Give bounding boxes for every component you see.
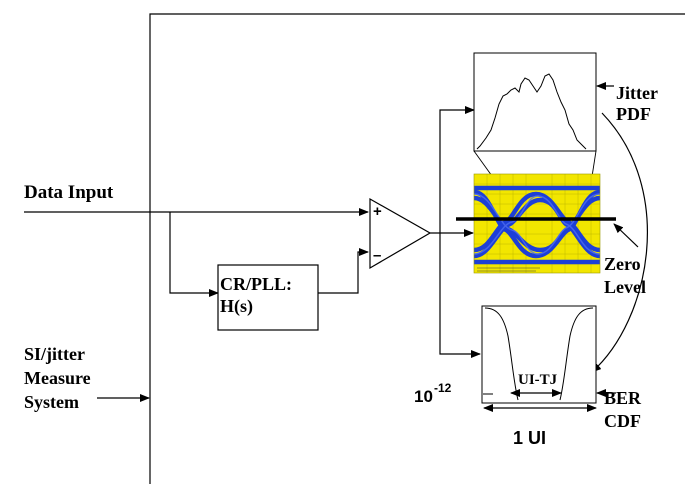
cr-pll-label-line2: H(s): [220, 296, 253, 317]
one-ui-label: 1 UI: [513, 428, 546, 448]
data-input-label: Data Input: [24, 182, 114, 203]
jitter-pdf-label-line1: Jitter: [616, 83, 658, 103]
jitter-pdf-curve: [476, 73, 587, 150]
pll-output-line: [318, 248, 369, 294]
eye-diagram: [473, 173, 601, 274]
pll-branch-line: [169, 212, 219, 297]
system-boundary: [149, 13, 685, 484]
system-label-line2: Measure: [24, 368, 91, 388]
ber-cdf-curve-right: [559, 307, 594, 401]
to-pdf-line: [439, 106, 475, 233]
ber-cdf-label-line1: BER: [604, 388, 642, 408]
system-label-line1: SI/jitter: [24, 344, 85, 364]
ber-level-base: 10: [414, 387, 433, 406]
to-cdf-line: [439, 233, 481, 358]
comparator: [369, 197, 432, 270]
comparator-minus-sign: –: [373, 247, 381, 264]
ber-cdf-curve-left: [484, 307, 519, 401]
cr-pll-label-line1: CR/PLL:: [220, 274, 292, 294]
pdf-to-cdf-arrow: [591, 112, 648, 373]
cr-pll-block: [217, 264, 319, 331]
zero-level-label-line2: Level: [604, 277, 646, 297]
ber-level-exponent: -12: [434, 381, 452, 395]
jitter-pdf-label-line2: PDF: [616, 104, 651, 124]
ber-cdf-box: [481, 305, 597, 404]
comparator-plus-sign: +: [373, 203, 382, 220]
ui-tj-label: UI-TJ: [518, 372, 558, 388]
jitter-pdf-box: [473, 52, 597, 152]
zero-level-arrow: [613, 223, 639, 248]
system-label-line3: System: [24, 392, 79, 412]
ber-cdf-label-line2: CDF: [604, 411, 641, 431]
zero-level-label-line1: Zero: [604, 254, 641, 274]
